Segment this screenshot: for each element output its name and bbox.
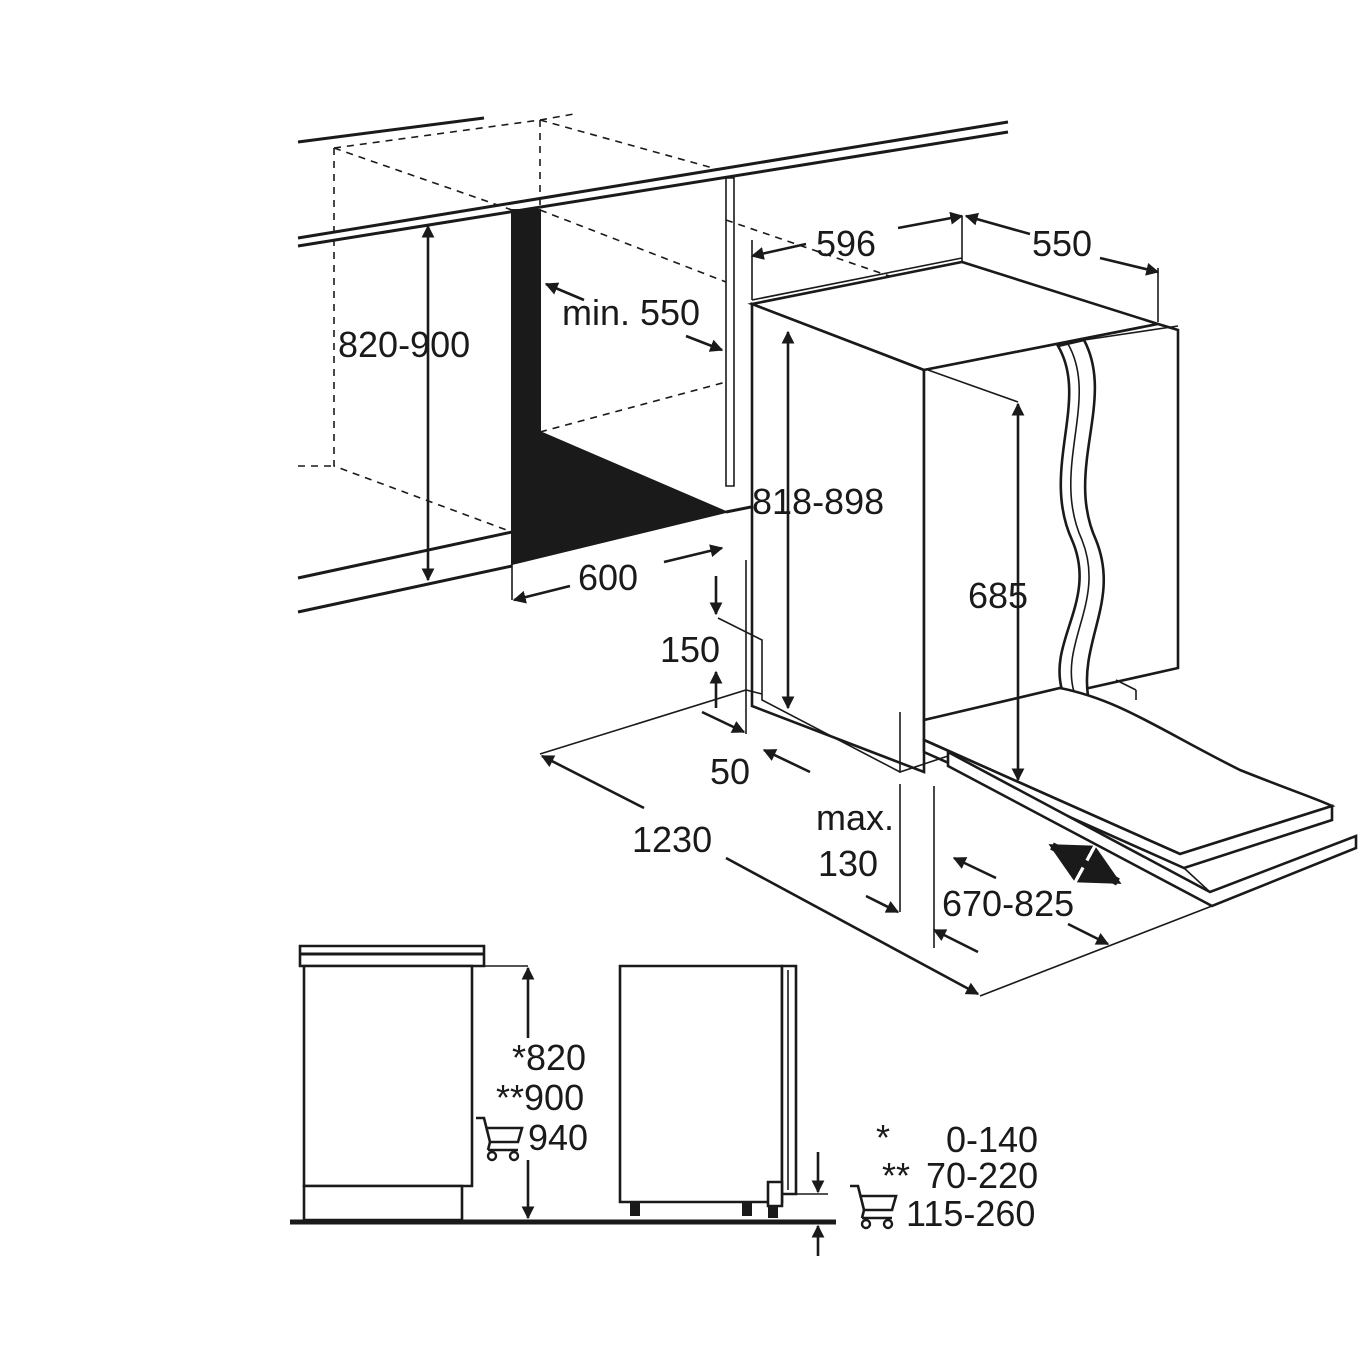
niche-height-label: 820-900 [338,324,470,365]
min-depth-label: min. 550 [562,292,700,333]
door-swing-label: 670-825 [942,883,1074,924]
floor-depth-label: 1230 [632,819,712,860]
appliance-open-door [899,679,1358,908]
plinth-depth-label: 50 [710,751,750,792]
dimension-arrows [421,211,1160,996]
niche-dashed-outline [298,113,931,533]
plinth-2-value: 70-220 [926,1155,1038,1196]
appliance-door-wavy [1055,325,1179,698]
side-view-countertop [298,944,535,1222]
max-value-label: 130 [818,843,878,884]
plinth-outline [511,216,1213,997]
plinth-3-value: 115-260 [906,1193,1035,1234]
cabinet-side-panel [725,177,735,487]
plinth-1-marker: * [876,1117,890,1158]
countertop [297,116,1009,614]
niche-width-label: 600 [578,557,638,598]
niche-side-panel [511,209,730,566]
plinth-2-marker: ** [882,1155,910,1196]
height-3-label: 940 [528,1117,588,1158]
side-view-labels: *820 **900 940 * 0-140 ** 70-220 115-260 [496,1037,1038,1234]
height-2-label: **900 [496,1077,584,1118]
appliance-height-label: 818-898 [752,481,884,522]
appliance-depth-label: 550 [1032,223,1092,264]
appliance-width-label: 596 [816,223,876,264]
plinth-height-label: 150 [660,629,720,670]
cart-icon [476,1116,524,1162]
max-label: max. [816,797,894,838]
dimension-labels: 820-900 min. 550 600 596 550 818-898 685… [338,223,1092,924]
side-view-appliance [618,964,828,1256]
plinth-1-value: 0-140 [946,1119,1038,1160]
cart-icon [850,1184,898,1230]
height-1-label: *820 [512,1037,586,1078]
door-height-label: 685 [968,575,1028,616]
appliance-body [747,257,1180,774]
